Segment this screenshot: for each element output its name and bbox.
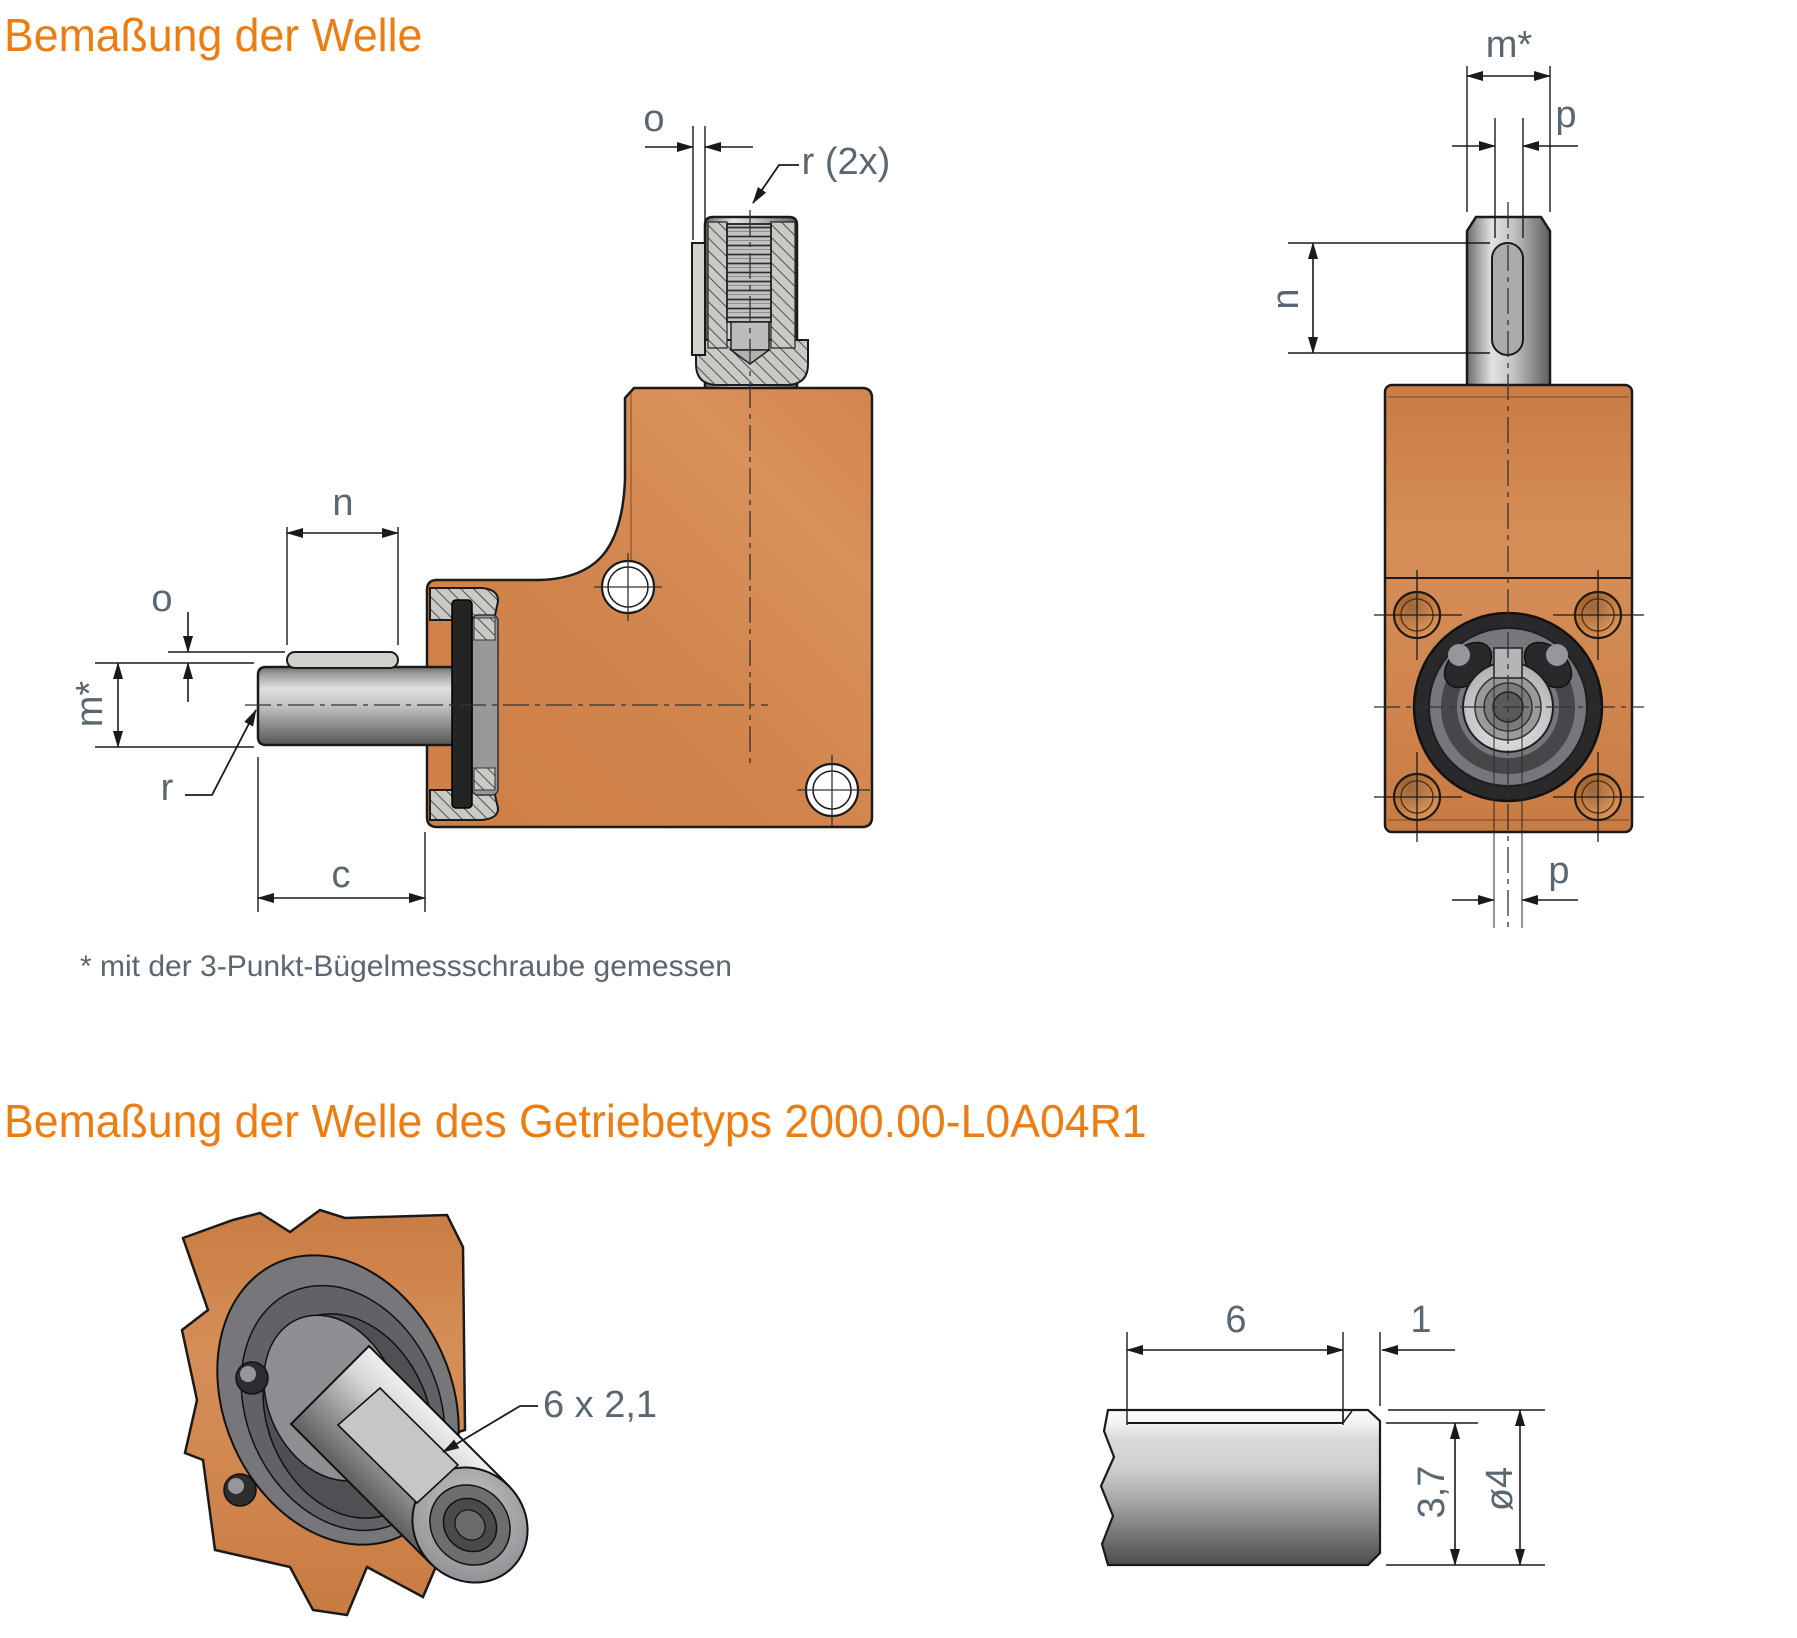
dim-label-n-front: n xyxy=(1265,288,1307,310)
dim-label-p-bottom: p xyxy=(1548,850,1570,892)
measurement-footnote: * mit der 3-Punkt-Bügelmessschraube geme… xyxy=(80,950,732,983)
shaft-iso-view xyxy=(180,1208,538,1617)
dim-label-collar-width: 1 xyxy=(1410,1299,1432,1341)
dim-label-diameter: ø4 xyxy=(1479,1466,1521,1512)
dim-label-m-side: m* xyxy=(69,680,111,728)
dim-label-m-front: m* xyxy=(1485,24,1533,66)
dim-label-flat-size: 6 x 2,1 xyxy=(542,1384,658,1426)
dim-label-r-2x: r (2x) xyxy=(801,141,891,183)
dim-label-p-top: p xyxy=(1555,94,1577,136)
dim-label-flat-height: 3,7 xyxy=(1411,1465,1453,1519)
section2-title: Bemaßung der Welle des Getriebetyps 2000… xyxy=(4,1095,1147,1147)
shaft-detail-view xyxy=(1099,1332,1545,1567)
dim-label-n-side: n xyxy=(332,482,354,524)
dim-label-o-top: o xyxy=(643,98,665,140)
dim-label-flat-length: 6 xyxy=(1225,1299,1247,1341)
dim-label-r-shaft: r xyxy=(160,767,174,809)
dim-label-o-flat: o xyxy=(151,578,173,620)
gearbox-side-section-view xyxy=(95,126,874,912)
dim-label-c: c xyxy=(331,854,351,896)
section1-title: Bemaßung der Welle xyxy=(4,9,423,61)
gearbox-front-view xyxy=(1288,66,1644,930)
